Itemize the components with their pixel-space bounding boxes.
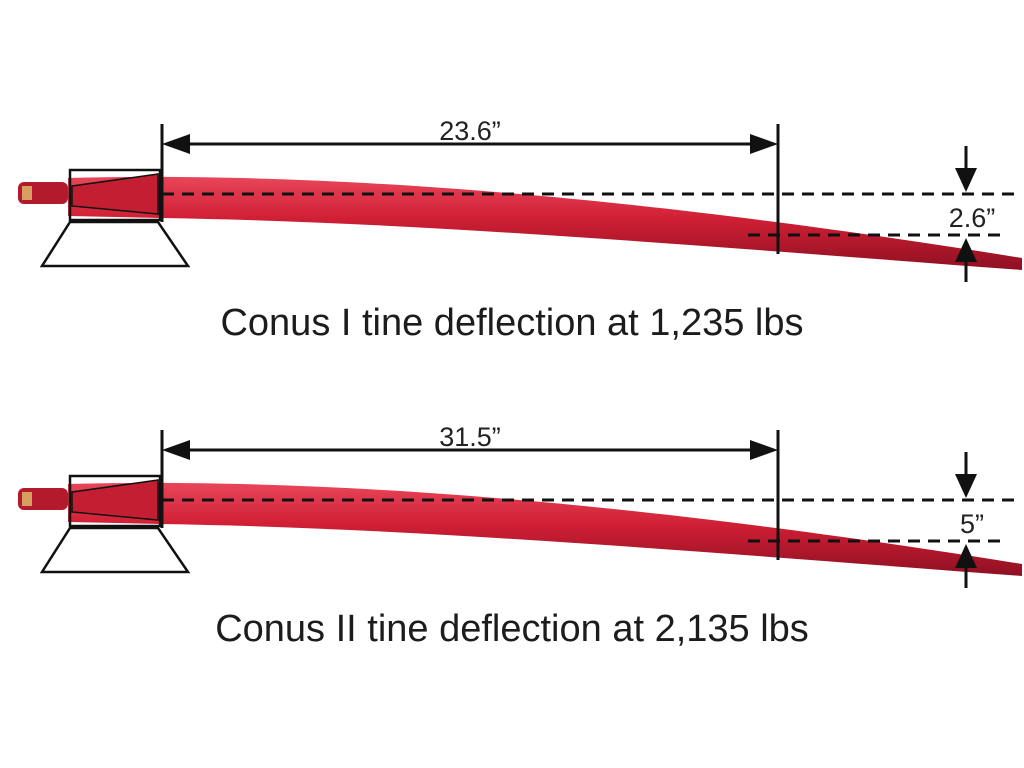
mounting-box [68,474,162,528]
support-trapezoid [39,526,191,574]
conus-1-drawing: 23.6” 2.6” [18,116,1022,282]
arrow-right [750,440,778,460]
conus-2-drawing: 31.5” 5” [18,422,1022,588]
arrow-left [162,440,190,460]
conus-2-diagram: 31.5” 5” Conus II tine deflection at 2,1… [0,306,1024,650]
length-label: 23.6” [439,116,501,146]
arrow-left [162,134,190,154]
mounting-cone [71,479,159,521]
deflection-arrow-up [955,238,977,262]
tine-body [68,176,1022,270]
conus-2-caption: Conus II tine deflection at 2,135 lbs [215,608,809,650]
conus-1-diagram: 23.6” 2.6” Conus I tine deflection at 1,… [0,0,1024,344]
deflection-label: 5” [960,509,984,539]
deflection-arrow-down [955,168,977,192]
support-trapezoid [39,220,191,268]
length-label: 31.5” [439,422,501,452]
tine-body [68,482,1022,576]
deflection-arrow-up [955,544,977,568]
deflection-arrow-down [955,474,977,498]
deflection-label: 2.6” [949,203,996,233]
mounting-cone [71,173,159,215]
conus-1-caption: Conus I tine deflection at 1,235 lbs [220,302,804,344]
mounting-box [68,168,162,222]
arrow-right [750,134,778,154]
